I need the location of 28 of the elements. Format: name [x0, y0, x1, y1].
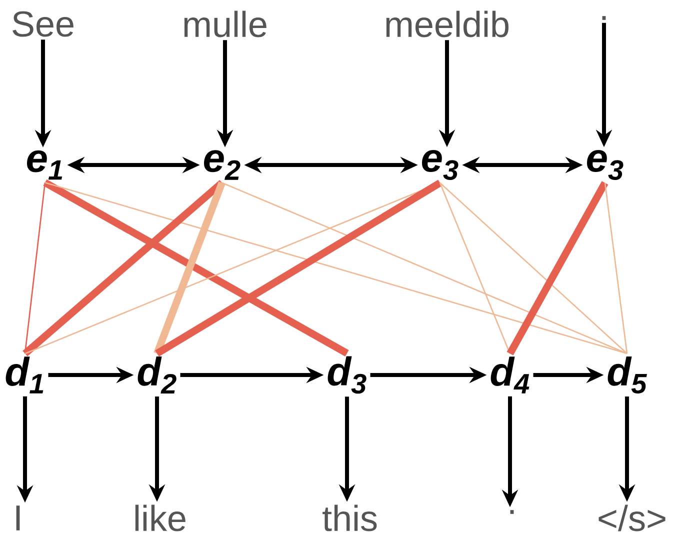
attention-line	[604, 182, 628, 354]
word-label: I	[16, 506, 20, 530]
word-label: .	[602, 16, 606, 20]
attention-line	[506, 181, 608, 356]
vector-symbol: e$_{3}$	[422, 150, 458, 180]
attention-line	[439, 182, 511, 354]
word-label: See	[12, 11, 74, 37]
vector-symbol: d$_{4}$	[490, 356, 530, 394]
vector-symbol: e$_{1}$	[27, 150, 62, 180]
attention-line	[222, 182, 628, 354]
word-label: this	[322, 504, 377, 532]
attention-line	[43, 179, 349, 357]
word-label: </s>	[598, 504, 666, 532]
word-label: .	[510, 510, 514, 514]
vector-symbol: d$_{2}$	[138, 356, 176, 394]
attention-line	[440, 182, 628, 354]
attention-line	[154, 181, 226, 355]
vector-symbol: e$_{3}$	[587, 150, 624, 180]
vector-symbol: d$_{1}$	[6, 356, 44, 394]
attention-line	[155, 180, 442, 357]
word-label: like	[135, 504, 186, 532]
vector-symbol: d$_{5}$	[608, 356, 647, 394]
vector-symbol: d$_{3}$	[328, 356, 366, 394]
vector-symbol: e$_{2}$	[204, 150, 240, 180]
attention-line	[22, 180, 224, 356]
word-label: meeldib	[386, 10, 508, 38]
attention-line	[44, 182, 628, 354]
word-label: mulle	[184, 10, 266, 38]
